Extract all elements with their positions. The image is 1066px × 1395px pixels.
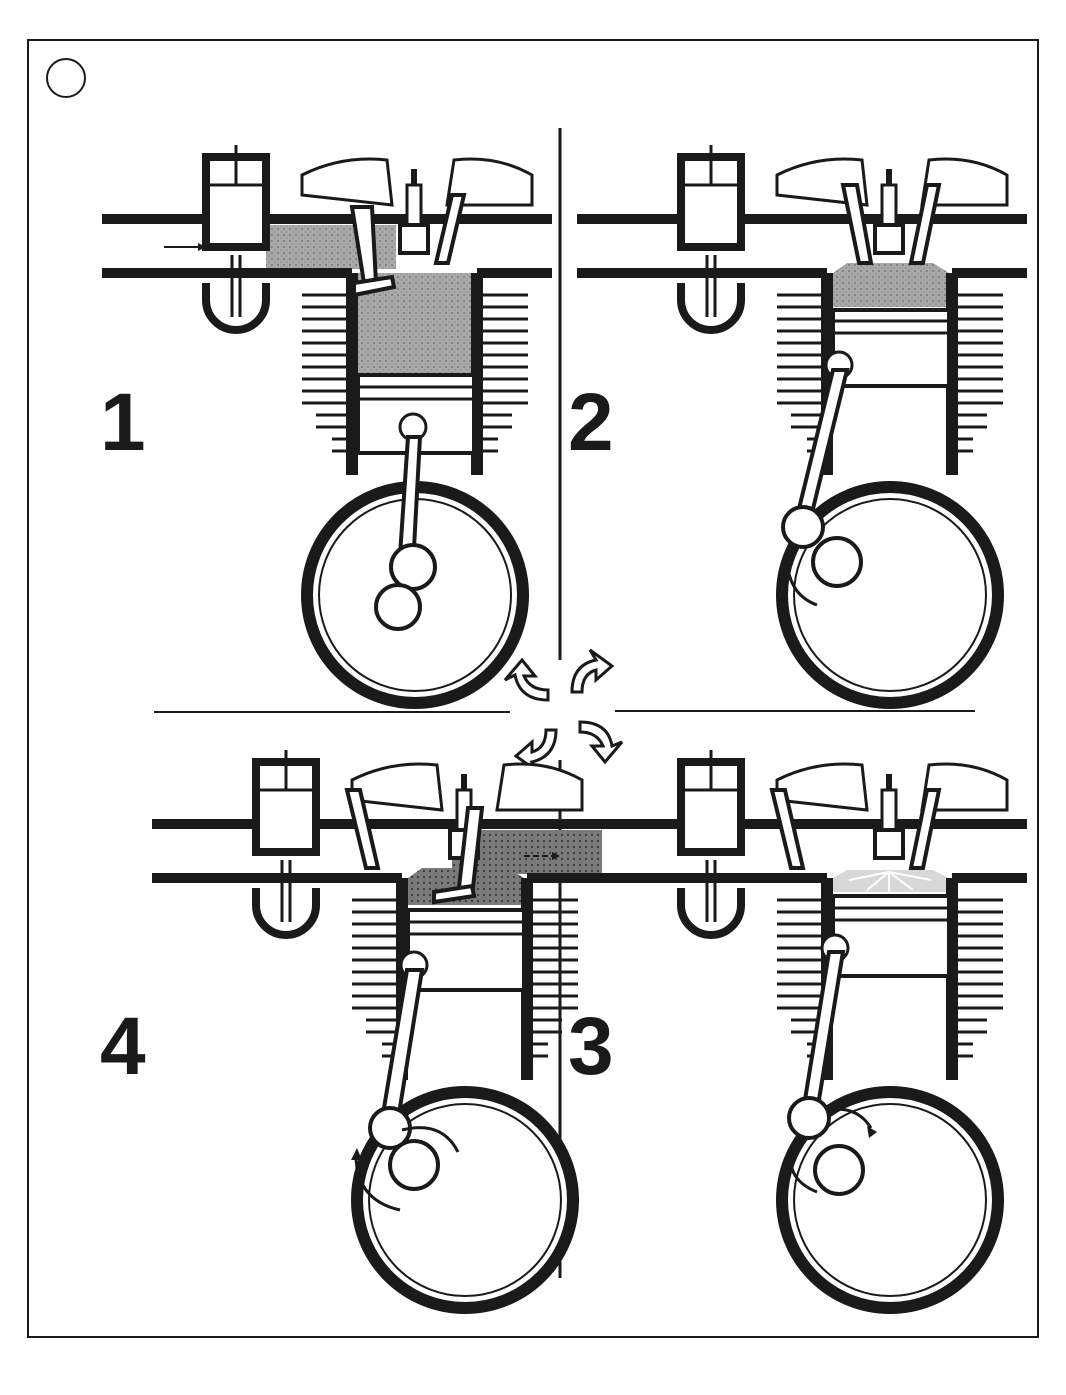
stage-number-4: 4 <box>100 1001 146 1092</box>
stage-1-intake-engine <box>102 145 552 703</box>
stage-3-power-engine <box>577 750 1027 1308</box>
stage-2-compression-engine <box>577 145 1027 703</box>
stage-number-1: 1 <box>100 377 146 468</box>
stage-4-exhaust-engine <box>152 750 602 1308</box>
page-frame <box>27 39 1039 1338</box>
stage-number-2: 2 <box>568 377 614 468</box>
cycle-arrows-icon <box>503 648 624 774</box>
circle-icon <box>46 58 86 98</box>
stage-number-3: 3 <box>568 1001 614 1092</box>
